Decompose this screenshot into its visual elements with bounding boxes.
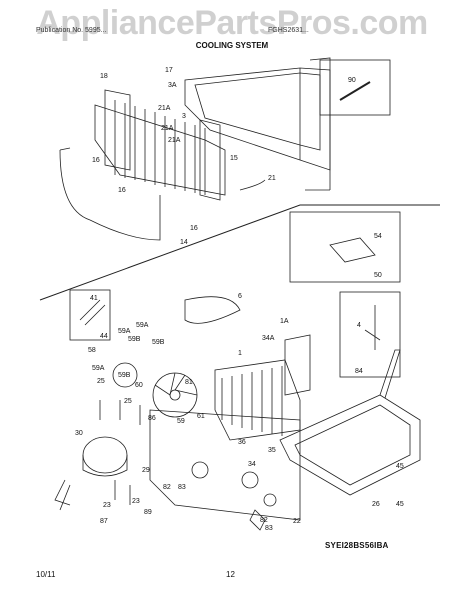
- power-cord: [184, 296, 241, 324]
- callout: 87: [100, 518, 108, 525]
- callout: 1A: [280, 318, 289, 325]
- condenser-fan: [112, 362, 198, 418]
- callout-labels: 18 17 3A 90 21A 3 21A 21A 16 15 16 21 16…: [75, 67, 404, 532]
- inset-box-probe: [319, 59, 391, 116]
- callout: 59A: [118, 328, 131, 335]
- callout: 21A: [161, 125, 174, 132]
- callout: 59B: [118, 372, 131, 379]
- callout: 30: [75, 430, 83, 437]
- inset-box-kit: [289, 211, 401, 283]
- callout: 83: [265, 525, 273, 532]
- callout: 59B: [152, 339, 165, 346]
- callout: 25: [97, 378, 105, 385]
- callout: 23: [132, 498, 140, 505]
- callout: 14: [180, 239, 188, 246]
- header-publication: Publication No. 5995...: [36, 27, 107, 34]
- callout: 45: [396, 463, 404, 470]
- callout: 82: [260, 517, 268, 524]
- callout: 61: [197, 413, 205, 420]
- drain-pan: [279, 349, 421, 496]
- compressor: [54, 436, 128, 511]
- callout: 86: [148, 415, 156, 422]
- condenser-coil: [214, 334, 311, 441]
- callout: 25: [124, 398, 132, 405]
- callout: 34: [248, 461, 256, 468]
- callout: 90: [348, 77, 356, 84]
- evaporator-coil: [94, 89, 226, 201]
- callout: 3: [182, 113, 186, 120]
- callout: 59A: [92, 365, 105, 372]
- callout: 22: [293, 518, 301, 525]
- callout: 36: [238, 439, 246, 446]
- callout: 16: [190, 225, 198, 232]
- inset-box-bracket: [69, 289, 111, 341]
- callout: 41: [90, 295, 98, 302]
- callout: 58: [88, 347, 96, 354]
- callout: 81: [185, 379, 193, 386]
- callout: 89: [144, 509, 152, 516]
- callout: 16: [92, 157, 100, 164]
- wire-harness: [239, 179, 266, 191]
- callout: 50: [374, 272, 382, 279]
- callout: 26: [372, 501, 380, 508]
- defrost-drain-tube: [59, 149, 161, 241]
- callout: 3A: [168, 82, 177, 89]
- callout: 60: [135, 382, 143, 389]
- callout: 82: [163, 484, 171, 491]
- footer-date: 10/11: [36, 570, 56, 579]
- callout: 29: [142, 467, 150, 474]
- header-model: FGHS2631...: [268, 27, 309, 34]
- machine-compartment-base: [149, 409, 301, 521]
- callout: 1: [238, 350, 242, 357]
- footer-page-number: 12: [226, 570, 235, 579]
- callout: 59A: [136, 322, 149, 329]
- evaporator-cover: [184, 57, 331, 191]
- callout: 21A: [158, 105, 171, 112]
- callout: 18: [100, 73, 108, 80]
- callout: 59: [177, 418, 185, 425]
- callout: 45: [396, 501, 404, 508]
- callout: 6: [238, 293, 242, 300]
- inset-box-filter: [339, 291, 401, 378]
- callout: 16: [118, 187, 126, 194]
- callout: 15: [230, 155, 238, 162]
- callout: 84: [355, 368, 363, 375]
- callout: 83: [178, 484, 186, 491]
- callout: 21A: [168, 137, 181, 144]
- callout: 4: [357, 322, 361, 329]
- watermark: AppliancePartsPros.com: [36, 4, 428, 42]
- callout: 44: [100, 333, 108, 340]
- callout: 59B: [128, 336, 141, 343]
- callout: 35: [268, 447, 276, 454]
- callout: 34A: [262, 335, 275, 342]
- section-title: COOLING SYSTEM: [195, 41, 269, 50]
- model-code: SYEI28BS56IBA: [325, 541, 389, 550]
- callout: 21: [268, 175, 276, 182]
- callout: 23: [103, 502, 111, 509]
- callout: 17: [165, 67, 173, 74]
- callout: 54: [374, 233, 382, 240]
